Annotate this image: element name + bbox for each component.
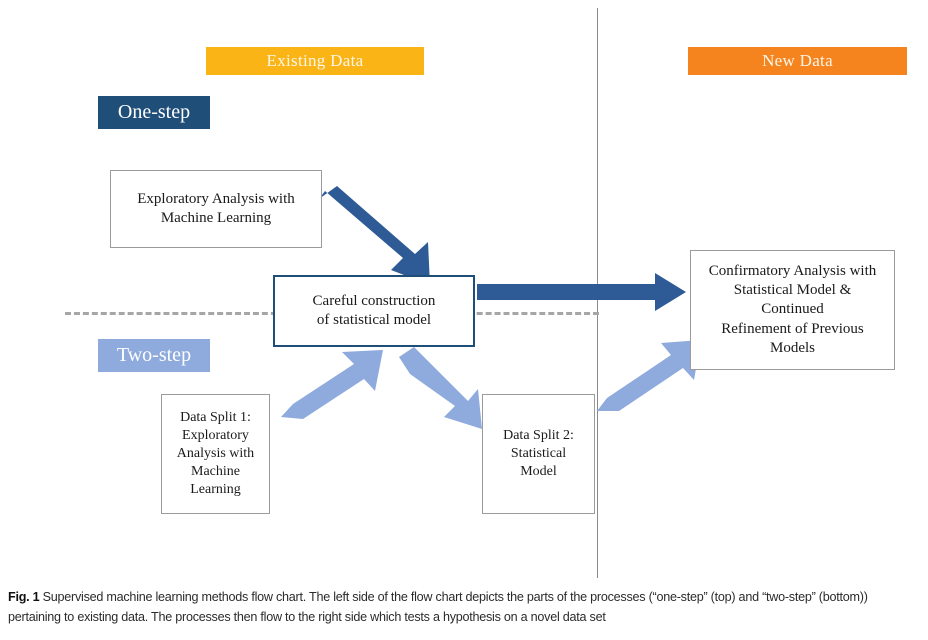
- box-confirmatory-analysis[interactable]: Confirmatory Analysis with Statistical M…: [690, 250, 895, 370]
- arrow-exploratory-to-careful: [319, 186, 430, 285]
- badge-two-step-label: Two-step: [116, 344, 192, 366]
- figure-caption-text: Supervised machine learning methods flow…: [8, 590, 868, 624]
- arrow-split1-to-careful: [281, 350, 383, 419]
- box-split2-line-1: Data Split 2:: [503, 428, 574, 444]
- box-data-split-2[interactable]: Data Split 2: Statistical Model: [482, 394, 595, 514]
- banner-new-data: New Data: [688, 47, 907, 75]
- box-exploratory-analysis-text: Exploratory Analysis with Machine Learni…: [131, 190, 301, 228]
- arrow-split2-to-confirmatory: [597, 340, 701, 411]
- box-careful-line-2: of statistical model: [316, 312, 432, 328]
- box-exploratory-line-2: Machine Learning: [160, 210, 272, 226]
- arrow-careful-to-split2: [399, 347, 482, 429]
- box-careful-construction[interactable]: Careful construction of statistical mode…: [273, 275, 475, 347]
- box-careful-line-1: Careful construction: [312, 292, 436, 309]
- banner-existing-data-label: Existing Data: [266, 51, 364, 70]
- banner-existing-data: Existing Data: [206, 47, 424, 75]
- box-split1-line-2: Exploratory: [182, 428, 249, 444]
- box-confirmatory-analysis-text: Confirmatory Analysis with Statistical M…: [703, 262, 883, 358]
- box-split1-line-1: Data Split 1:: [180, 410, 251, 426]
- box-split1-line-5: Learning: [190, 481, 241, 497]
- badge-one-step-label: One-step: [117, 101, 191, 123]
- banner-new-data-label: New Data: [762, 51, 833, 70]
- box-exploratory-analysis[interactable]: Exploratory Analysis with Machine Learni…: [110, 170, 322, 248]
- box-split1-line-4: Machine: [191, 463, 240, 479]
- box-careful-construction-text: Careful construction of statistical mode…: [307, 292, 442, 330]
- box-confirmatory-line-2: Statistical Model &: [733, 282, 852, 299]
- box-exploratory-line-1: Exploratory Analysis with: [137, 190, 295, 207]
- badge-two-step: Two-step: [98, 339, 210, 372]
- box-data-split-1-text: Data Split 1: Exploratory Analysis with …: [171, 409, 260, 499]
- figure-caption: Fig. 1 Supervised machine learning metho…: [8, 588, 920, 627]
- figure-flow-chart: Existing Data New Data One-step Two-step: [65, 8, 907, 578]
- badge-one-step: One-step: [98, 96, 210, 129]
- box-confirmatory-line-3: Continued: [761, 301, 824, 318]
- box-data-split-2-text: Data Split 2: Statistical Model: [497, 427, 580, 481]
- box-split2-line-2: Statistical: [510, 446, 567, 462]
- box-data-split-1[interactable]: Data Split 1: Exploratory Analysis with …: [161, 394, 270, 514]
- box-confirmatory-line-4: Refinement of Previous: [721, 320, 864, 337]
- box-split2-line-3: Model: [520, 463, 557, 479]
- box-confirmatory-line-1: Confirmatory Analysis with: [708, 263, 877, 280]
- box-confirmatory-line-5: Models: [770, 339, 815, 356]
- vertical-divider-line: [597, 8, 598, 578]
- figure-caption-label: Fig. 1: [8, 590, 40, 604]
- arrow-careful-to-confirmatory: [477, 273, 686, 311]
- box-split1-line-3: Analysis with: [176, 446, 255, 462]
